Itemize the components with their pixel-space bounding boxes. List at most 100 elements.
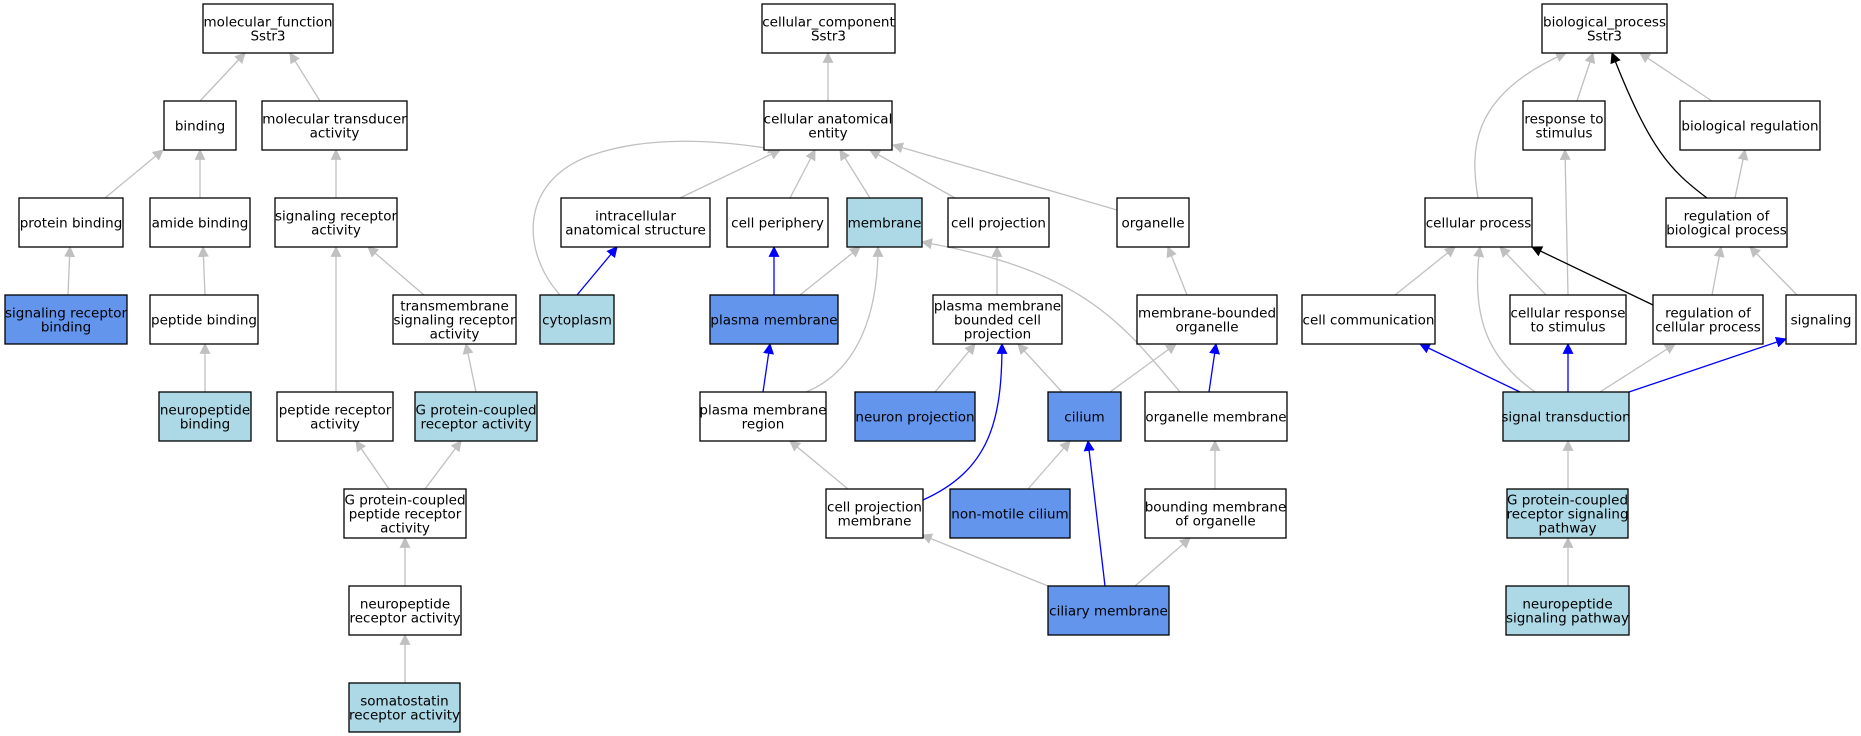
node-label-line: pathway [1539, 521, 1597, 537]
go-term-node-sigtrans: signal transduction [1501, 391, 1631, 442]
node-label-line: cell projection [951, 216, 1046, 232]
edge-layer [64, 51, 1798, 683]
node-label-line: entity [808, 126, 847, 142]
node-label-line: cellular response [1511, 306, 1626, 322]
edge-signaling-to-robp [1749, 246, 1798, 296]
node-label-line: somatostatin [360, 694, 448, 710]
node-label-line: signaling [1791, 313, 1852, 329]
edge-ias-to-cae [679, 149, 781, 199]
node-label-line: membrane [848, 216, 922, 232]
node-label-line: to stimulus [1531, 320, 1606, 336]
node-box [825, 488, 924, 539]
node-label-line: neuron projection [855, 410, 974, 426]
node-label-line: membrane [838, 514, 912, 530]
edge-robp-to-bp [1610, 51, 1708, 199]
edge-membrane-to-cae [839, 149, 871, 199]
node-label-line: binding [41, 320, 91, 336]
edge-line [1711, 245, 1725, 296]
edge-pepbind-to-amide [197, 245, 209, 296]
node-label-line: peptide receptor [279, 403, 392, 419]
node-label-line: biological process [1666, 223, 1787, 239]
node-box [1505, 585, 1630, 636]
edge-sigtrans-to-signaling [1628, 336, 1788, 393]
edge-line [789, 149, 816, 199]
edge-line [1749, 246, 1798, 296]
edge-rocp-to-robp [1711, 245, 1725, 296]
edge-mbo-to-organelle [1166, 245, 1188, 296]
node-label-line: cellular process [1426, 216, 1532, 232]
go-term-node-cperiph: cell periphery [726, 197, 829, 248]
node-label-line: transmembrane [400, 299, 509, 315]
edge-line [1027, 440, 1071, 490]
node-label-line: cilium [1064, 410, 1104, 426]
node-box [1502, 391, 1630, 442]
edge-line [462, 342, 477, 393]
node-label-line: organelle [1121, 216, 1184, 232]
edge-cperiph-to-cae [789, 149, 816, 199]
edge-line [1628, 336, 1788, 393]
node-label-line: signal transduction [1501, 410, 1630, 426]
node-label-line: activity [430, 327, 480, 343]
edge-sigtrans-to-cellproc [1473, 245, 1536, 393]
go-term-node-binding: binding [163, 100, 237, 151]
node-box [348, 585, 462, 636]
edge-organelle-to-cae [891, 142, 1118, 211]
edge-line [424, 440, 462, 490]
node-box [854, 391, 976, 442]
edge-line [920, 533, 1049, 587]
edge-rocp-to-cellproc [1531, 246, 1654, 306]
edge-sigtrans-to-cellcomm [1419, 343, 1521, 393]
edge-line [199, 52, 246, 102]
node-box [1144, 391, 1288, 442]
edge-pm-to-membrane [799, 246, 861, 296]
node-box [1424, 197, 1533, 248]
edge-cpm-to-pmbcp [922, 342, 1008, 501]
node-label-line: cell communication [1303, 313, 1435, 329]
node-label-line: response to [1524, 112, 1603, 128]
go-term-node-cytoplasm: cytoplasm [539, 294, 615, 345]
node-label-line: peptide binding [151, 313, 257, 329]
edge-mta-to-mf [289, 52, 321, 102]
node-box [158, 391, 252, 442]
edge-crts-to-cellproc [1499, 246, 1547, 296]
node-box [149, 294, 259, 345]
go-term-node-cproj: cell projection [947, 197, 1050, 248]
node-box [414, 391, 538, 442]
node-label-line: bounding membrane [1145, 500, 1287, 516]
edge-line [1017, 343, 1063, 393]
edge-line [64, 245, 76, 296]
node-box [1144, 488, 1287, 539]
node-label-line: Sstr3 [250, 29, 285, 45]
node-box [1136, 294, 1278, 345]
node-label-line: protein binding [20, 216, 123, 232]
node-label-line: neuropeptide [1522, 597, 1612, 613]
node-label-line: peptide receptor [349, 507, 462, 523]
edge-line [104, 149, 164, 199]
node-box [560, 197, 711, 248]
node-label-line: plasma membrane [699, 403, 826, 419]
node-box [761, 3, 896, 54]
edge-line [289, 52, 321, 102]
edge-line [922, 342, 1008, 501]
node-label-line: cellular anatomical [764, 112, 893, 128]
go-term-node-pepbind: peptide binding [149, 294, 259, 345]
edge-orgmem-to-mbo [1208, 342, 1221, 393]
node-label-line: plasma membrane [934, 299, 1061, 315]
edge-robp-to-bioreg [1734, 148, 1749, 199]
node-label-line: Sstr3 [1587, 29, 1622, 45]
node-label-line: signaling receptor [5, 306, 128, 322]
node-label-line: binding [180, 417, 230, 433]
edge-cilmem-to-bmo [1134, 537, 1191, 587]
node-label-line: receptor activity [349, 708, 460, 724]
edge-line [355, 440, 390, 490]
edge-sigtrans-to-rocp [1599, 343, 1676, 393]
node-label-line: signaling pathway [1506, 611, 1629, 627]
node-label-line: G protein-coupled [1507, 493, 1628, 509]
